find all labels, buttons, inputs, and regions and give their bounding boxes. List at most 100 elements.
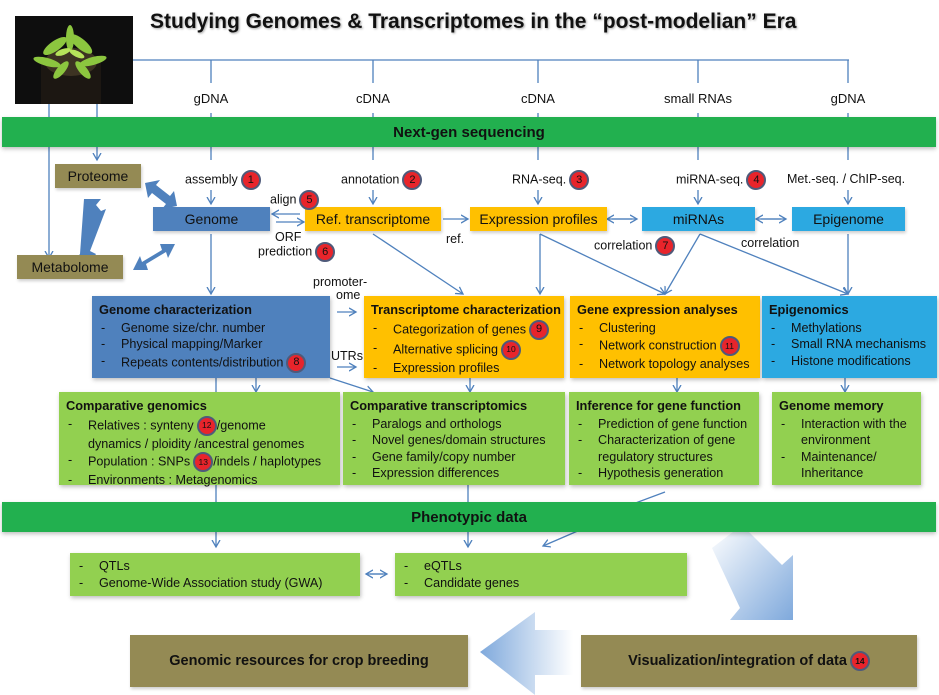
badge-8: 8	[286, 352, 307, 373]
panel-comparative-transcriptomics: Comparative transcriptomics Paralogs and…	[343, 392, 565, 485]
panel-item: QTLs	[77, 558, 354, 575]
label-utrs: UTRs	[331, 349, 363, 363]
panel-genome-characterization: Genome characterization Genome size/chr.…	[92, 296, 330, 378]
badge-10: 10	[501, 339, 521, 360]
page-title: Studying Genomes & Transcriptomes in the…	[150, 10, 797, 33]
panel-item: Gene family/copy number	[350, 449, 559, 466]
panel-title: Transcriptome characterization	[371, 302, 561, 317]
method-ref: ref.	[446, 232, 465, 246]
node-ref-transcriptome: Ref. transcriptome	[305, 207, 441, 231]
panel-comparative-genomics: Comparative genomics Relatives : synteny…	[59, 392, 340, 488]
panel-item-continued: environment	[801, 433, 871, 447]
output-crop-breeding: Genomic resources for crop breeding	[130, 635, 468, 687]
badge-3: 3	[569, 170, 590, 190]
panel-qtl-gwa: QTLs Genome-Wide Association study (GWA)	[70, 553, 360, 596]
plant-icon	[15, 16, 133, 104]
badge-6: 6	[315, 242, 336, 262]
badge-4: 4	[746, 170, 767, 190]
source-gdna: gDNA	[193, 91, 229, 106]
source-small-rnas: small RNAs	[664, 91, 732, 106]
panel-item: Clustering	[577, 320, 754, 337]
panel-title: Inference for gene function	[576, 398, 741, 413]
node-metabolome: Metabolome	[17, 255, 123, 279]
panel-item: Novel genes/domain structures	[350, 432, 559, 449]
panel-item: Interaction with the	[779, 416, 915, 433]
label-promoterome-1: promoter-	[313, 275, 368, 289]
node-proteome: Proteome	[55, 164, 141, 188]
panel-title: Comparative genomics	[66, 398, 207, 413]
next-gen-sequencing-band: Next-gen sequencing	[2, 117, 936, 147]
badge-1: 1	[240, 170, 261, 190]
method-met-chip-seq: Met.-seq. / ChIP-seq.	[787, 172, 906, 186]
badge-14: 14	[849, 651, 870, 671]
panel-title: Genome characterization	[99, 302, 252, 317]
badge-12: 12	[196, 415, 217, 436]
panel-item: Genome size/chr. number	[99, 320, 324, 337]
panel-item: Environments : Metagenomics	[66, 472, 334, 489]
method-mirnaseq: miRNA-seq.4	[676, 170, 767, 190]
panel-item: Methylations	[769, 320, 931, 337]
panel-genome-memory: Genome memory Interaction with the envir…	[772, 392, 921, 485]
panel-item: Maintenance/	[779, 449, 915, 466]
badge-9: 9	[529, 319, 550, 340]
badge-5: 5	[299, 190, 320, 210]
panel-eqtl-candidates: eQTLs Candidate genes	[395, 553, 687, 596]
panel-item-continued: Inheritance	[801, 466, 864, 480]
phenotypic-data-band: Phenotypic data	[2, 502, 936, 532]
node-genome: Genome	[153, 207, 270, 231]
panel-title: Genome memory	[779, 398, 884, 413]
panel-item: Histone modifications	[769, 353, 931, 370]
panel-transcriptome-characterization: Transcriptome characterization Categoriz…	[364, 296, 564, 378]
panel-item: Characterization of gene	[576, 432, 753, 449]
panel-title: Epigenomics	[769, 302, 849, 317]
badge-2: 2	[402, 170, 423, 190]
source-gdna-2: gDNA	[830, 91, 866, 106]
panel-item: Small RNA mechanisms	[769, 336, 931, 353]
badge-11: 11	[719, 336, 740, 356]
panel-item: eQTLs	[402, 558, 681, 575]
node-mirnas: miRNAs	[642, 207, 755, 231]
badge-13: 13	[193, 452, 214, 472]
arabidopsis-plant-image	[15, 16, 133, 104]
panel-item: Network topology analyses	[577, 356, 754, 373]
panel-inference-gene-function: Inference for gene function Prediction o…	[569, 392, 759, 485]
panel-item-continued: dynamics / ploidity /ancestral genomes	[88, 436, 305, 451]
label-promoterome-2: ome	[336, 288, 361, 302]
panel-item: Genome-Wide Association study (GWA)	[77, 575, 354, 592]
left-flow-arrow	[480, 612, 573, 695]
omics-double-arrows	[75, 180, 177, 270]
method-rnaseq: RNA-seq.3	[512, 170, 590, 190]
badge-7: 7	[655, 236, 676, 256]
panel-item: Prediction of gene function	[576, 416, 753, 433]
method-correlation: correlation	[741, 236, 800, 250]
panel-gene-expression-analyses: Gene expression analyses Clustering Netw…	[570, 296, 760, 378]
band-label: Next-gen sequencing	[393, 123, 545, 141]
panel-item: Physical mapping/Marker	[99, 336, 324, 353]
down-right-flow-arrow	[712, 525, 793, 620]
source-cdna: cDNA	[356, 91, 390, 106]
method-orf-line1: ORF	[275, 230, 302, 244]
panel-item: Expression profiles	[371, 360, 558, 377]
panel-item: Expression differences	[350, 465, 559, 482]
node-expression-profiles: Expression profiles	[470, 207, 607, 231]
node-epigenome: Epigenome	[792, 207, 905, 231]
band-label: Phenotypic data	[411, 508, 527, 526]
source-cdna-2: cDNA	[521, 91, 555, 106]
panel-title: Comparative transcriptomics	[350, 398, 528, 413]
panel-item: Hypothesis generation	[576, 465, 753, 482]
panel-item: Candidate genes	[402, 575, 681, 592]
panel-item-continued: regulatory structures	[598, 449, 713, 464]
panel-title: Gene expression analyses	[577, 302, 738, 317]
